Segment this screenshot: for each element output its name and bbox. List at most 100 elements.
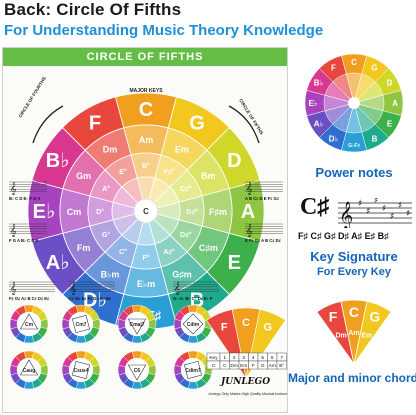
key-table-header: 5 xyxy=(261,355,264,361)
minor-key-label: Cm xyxy=(67,207,82,217)
center-key-label: C xyxy=(143,207,149,216)
fourths-label: CIRCLE OF FOURTHS xyxy=(18,76,47,119)
fourths-arrow-icon xyxy=(32,105,64,144)
chord-ring xyxy=(117,350,157,390)
wheel-center xyxy=(133,198,159,224)
treble-clef-icon: 𝄞 xyxy=(246,224,253,237)
key-wedge xyxy=(31,126,139,209)
chord-ring xyxy=(61,350,101,390)
key-table-header: 7 xyxy=(280,355,283,361)
chord-label: Cdim7 xyxy=(185,368,201,374)
key-table-header: Key xyxy=(209,355,218,361)
key-table-cell: C xyxy=(212,363,216,369)
major-minor-caption: Major and minor chords xyxy=(288,371,416,385)
c-sharp-label: C♯ xyxy=(300,194,330,220)
key-signature-staff: 𝄞 xyxy=(69,281,115,295)
key-table-header: 3 xyxy=(242,355,245,361)
minor-key-label: Dm xyxy=(103,145,118,155)
major-key-label: A xyxy=(241,201,255,223)
key-wedge xyxy=(31,213,139,296)
key-signature-staff: 𝄞 xyxy=(245,181,283,195)
dim-key-label: G♯° xyxy=(186,208,198,216)
dim-key-label: F° xyxy=(142,254,149,262)
fan-key-label: F xyxy=(221,321,228,333)
major-keys-label: MAJOR KEYS xyxy=(129,88,163,94)
fan-key-label: C xyxy=(349,304,359,320)
fan-key-label: C xyxy=(242,317,250,329)
dim-key-label: C° xyxy=(119,248,127,256)
key-signature-staff: 𝄞 xyxy=(245,223,283,237)
fan-key-label: F xyxy=(329,308,338,324)
dim-key-label: A° xyxy=(102,185,110,193)
key-wedge xyxy=(148,96,231,204)
minor-key-label: Gm xyxy=(76,171,91,181)
chord-label: Cmaj7 xyxy=(129,322,144,328)
treble-clef-icon: 𝄞 xyxy=(10,224,17,237)
dim-key-label: G° xyxy=(102,231,110,239)
major-key-label: D♭ xyxy=(83,289,107,311)
power-center xyxy=(348,97,360,109)
key-signature-staff: 𝄞 xyxy=(173,281,219,295)
key-table-header: 4 xyxy=(252,355,255,361)
key-wedge xyxy=(61,218,144,326)
minor-key-label: Fm xyxy=(77,243,91,253)
svg-text:♯: ♯ xyxy=(406,209,410,219)
major-key-label: B♭ xyxy=(46,150,70,172)
power-notes-caption: Power notes xyxy=(315,165,393,180)
key-signature-notes: F♯ G♯ A♯ B C♯ D♯ E♯ xyxy=(9,296,49,301)
dim-key-label: A♯° xyxy=(163,248,175,256)
chord-ring xyxy=(9,350,49,390)
key-table-header: 2 xyxy=(233,355,236,361)
chord-ring xyxy=(9,304,49,344)
chord-label: Csus4 xyxy=(73,368,88,374)
key-table-cell: Dm xyxy=(231,363,238,369)
poster-banner: CIRCLE OF FIFTHS xyxy=(3,48,287,66)
key-signature-notes: B♭ C D E♭ F G A xyxy=(9,196,40,201)
key-table-cell: F xyxy=(252,363,255,369)
brand-tagline: Junlego Only Makes High Quality Musical … xyxy=(208,392,288,396)
dim-key-label: B° xyxy=(142,162,150,170)
key-signature-staff: 𝄞 xyxy=(9,181,47,195)
chord-label: C6 xyxy=(134,368,141,374)
minor-key-label: Am xyxy=(139,135,154,145)
key-table-cell: Em xyxy=(240,363,247,369)
fan-minor-label: Em xyxy=(361,333,372,340)
key-table-cell: C xyxy=(223,363,227,369)
power-wedge-inner xyxy=(332,73,355,104)
major-key-label: C xyxy=(139,99,153,121)
major-key-label: F xyxy=(89,113,101,135)
key-table-cell: B° xyxy=(279,363,284,369)
svg-text:♯: ♯ xyxy=(358,199,362,209)
minor-key-label: G♯m xyxy=(172,269,192,279)
treble-clef-icon: 𝄞 xyxy=(10,182,17,195)
minor-key-label: B♭m xyxy=(101,269,120,279)
power-key-label: A♭ xyxy=(314,120,324,129)
power-key-label: E♭ xyxy=(308,99,317,108)
key-table-cell: G xyxy=(261,363,265,369)
dim-key-label: C♯° xyxy=(180,185,192,193)
key-signature-notes: F G A B♭ C D E xyxy=(9,238,39,243)
minor-key-label: C♯m xyxy=(199,243,218,253)
key-wedge xyxy=(61,96,144,204)
major-key-label: A♭ xyxy=(46,252,70,274)
power-key-label: G♭F♯ xyxy=(348,143,360,149)
power-key-label: G xyxy=(371,63,377,72)
chord-ring xyxy=(61,304,101,344)
power-key-label: D xyxy=(387,79,393,88)
poster-art: MAJOR KEYSCAmB°GEmF♯°DBmC♯°AF♯mG♯°EC♯mD♯… xyxy=(9,76,288,396)
chord-ring xyxy=(173,350,213,390)
fifths-label: CIRCLE OF FIFTHS xyxy=(238,98,264,136)
major-key-label: G xyxy=(189,113,205,135)
fan-wedge xyxy=(353,300,392,365)
fan-key-label: G xyxy=(264,321,273,333)
fan-key-label: G xyxy=(369,308,380,324)
key-signature-notes: E F♯ G♯ A B C♯ D♯ xyxy=(245,238,281,243)
key-table-header: 1 xyxy=(223,355,226,361)
key-signature-caption-2: For Every Key xyxy=(317,266,391,278)
power-key-label: F xyxy=(331,63,336,72)
dim-key-label: F♯° xyxy=(164,168,175,176)
dim-key-label: E° xyxy=(119,168,127,176)
power-key-label: A xyxy=(392,99,398,108)
